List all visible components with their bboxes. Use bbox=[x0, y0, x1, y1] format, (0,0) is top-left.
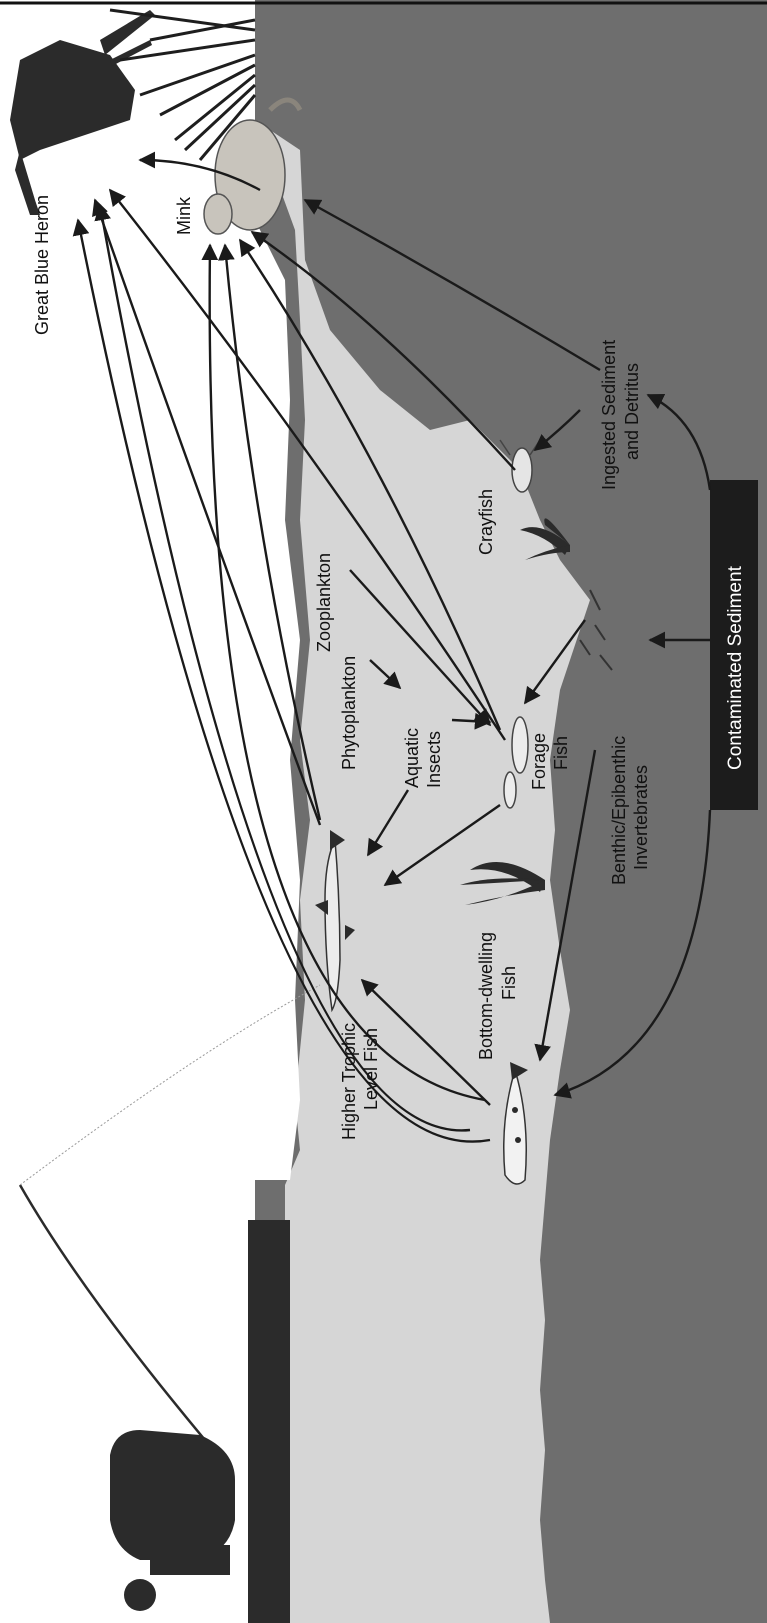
forage-fish-icon bbox=[503, 716, 529, 809]
label-bottom-dwelling-2: Fish bbox=[499, 966, 519, 1000]
label-crayfish: Crayfish bbox=[476, 489, 496, 555]
label-higher-trophic-1: Higher Trophic bbox=[339, 1023, 359, 1140]
higher-trophic-fish-icon bbox=[315, 830, 355, 1013]
plant-large bbox=[460, 862, 545, 905]
shoreline-area bbox=[255, 220, 300, 1180]
plant-small bbox=[520, 518, 570, 560]
label-ingested-sediment-2: and Detritus bbox=[622, 363, 642, 460]
label-forage-fish-1: Forage bbox=[529, 733, 549, 790]
label-phytoplankton: Phytoplankton bbox=[339, 656, 359, 770]
label-benthic-1: Benthic/Epibenthic bbox=[609, 736, 629, 885]
label-ingested-sediment-1: Ingested Sediment bbox=[599, 340, 619, 490]
label-benthic-2: Invertebrates bbox=[631, 765, 651, 870]
fisherman-silhouette bbox=[110, 1430, 235, 1611]
dock bbox=[248, 1220, 290, 1623]
label-aquatic-insects-2: Insects bbox=[424, 731, 444, 788]
label-mink: Mink bbox=[174, 196, 194, 235]
mink-icon bbox=[203, 97, 303, 235]
fishing-rod bbox=[18, 1184, 206, 1441]
heron-silhouette bbox=[10, 10, 155, 215]
label-zooplankton: Zooplankton bbox=[314, 553, 334, 652]
reeds bbox=[109, 8, 257, 161]
bottom-dwelling-fish-icon bbox=[503, 1062, 528, 1185]
food-web-arrows bbox=[72, 151, 712, 1143]
label-great-blue-heron: Great Blue Heron bbox=[32, 195, 52, 335]
label-forage-fish-2: Fish bbox=[551, 736, 571, 770]
label-contaminated-sediment: Contaminated Sediment bbox=[725, 565, 746, 770]
label-bottom-dwelling-1: Bottom-dwelling bbox=[476, 932, 496, 1060]
benthic-invertebrates-icon bbox=[579, 589, 613, 671]
diagram-labels: Great Blue Heron Mink Ingested Sediment … bbox=[32, 195, 746, 1140]
contaminated-sediment-box bbox=[710, 480, 758, 810]
label-higher-trophic-2: Level Fish bbox=[361, 1028, 381, 1110]
label-aquatic-insects-1: Aquatic bbox=[402, 728, 422, 788]
